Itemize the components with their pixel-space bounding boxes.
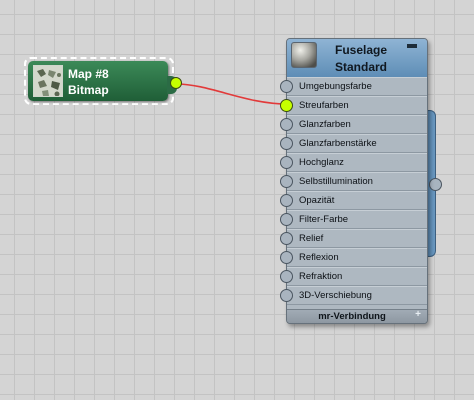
map-output-port[interactable] xyxy=(170,77,182,89)
slot-glanzfarben[interactable]: Glanzfarben xyxy=(280,115,427,134)
slot-label: Umgebungsfarbe xyxy=(299,81,372,92)
slot-label: Opazität xyxy=(299,195,335,206)
slot-glanzfarbenstaerke[interactable]: Glanzfarbenstärke xyxy=(280,134,427,153)
slot-relief[interactable]: Relief xyxy=(280,229,427,248)
footer-label: mr-Verbindung xyxy=(318,311,386,322)
slot-input-port[interactable] xyxy=(280,175,293,188)
slot-selbstillumination[interactable]: Selbstillumination xyxy=(280,172,427,191)
material-preview-sphere-icon xyxy=(291,42,317,68)
slot-label: Filter-Farbe xyxy=(299,214,349,225)
material-node-header[interactable]: Fuselage Standard xyxy=(287,39,427,77)
slot-input-port[interactable] xyxy=(280,194,293,207)
slot-opazitaet[interactable]: Opazität xyxy=(280,191,427,210)
slot-reflexion[interactable]: Reflexion xyxy=(280,248,427,267)
material-slot-list: Umgebungsfarbe Streufarben Glanzfarben G… xyxy=(280,77,427,305)
slot-label: Refraktion xyxy=(299,271,343,282)
material-node[interactable]: Fuselage Standard Umgebungsfarbe Streufa… xyxy=(280,38,428,324)
slot-umgebungsfarbe[interactable]: Umgebungsfarbe xyxy=(280,77,427,96)
slot-input-port[interactable] xyxy=(280,289,293,302)
map-node[interactable]: Map #8 Bitmap xyxy=(24,57,182,105)
slot-input-port[interactable] xyxy=(280,251,293,264)
slot-input-port[interactable] xyxy=(280,99,293,112)
slot-3d-verschiebung[interactable]: 3D-Verschiebung xyxy=(280,286,427,305)
material-node-type: Standard xyxy=(334,60,387,74)
slot-label: Streufarben xyxy=(299,100,349,111)
slot-hochglanz[interactable]: Hochglanz xyxy=(280,153,427,172)
material-output-port[interactable] xyxy=(429,178,442,191)
slot-label: Reflexion xyxy=(299,252,339,263)
slot-input-port[interactable] xyxy=(280,213,293,226)
slot-input-port[interactable] xyxy=(280,232,293,245)
slot-filter-farbe[interactable]: Filter-Farbe xyxy=(280,210,427,229)
map-node-body[interactable]: Map #8 Bitmap xyxy=(28,61,177,101)
slot-streufarben[interactable]: Streufarben xyxy=(280,96,427,115)
map-node-title: Map #8 xyxy=(68,67,109,81)
minimize-icon[interactable] xyxy=(407,44,417,48)
slot-label: Hochglanz xyxy=(299,157,344,168)
expand-plus-icon[interactable]: + xyxy=(415,309,421,320)
slot-input-port[interactable] xyxy=(280,80,293,93)
slot-input-port[interactable] xyxy=(280,137,293,150)
slot-input-port[interactable] xyxy=(280,156,293,169)
slot-label: Glanzfarben xyxy=(299,119,351,130)
material-node-footer[interactable]: mr-Verbindung + xyxy=(287,309,427,323)
material-node-title: Fuselage xyxy=(334,43,388,57)
slot-refraktion[interactable]: Refraktion xyxy=(280,267,427,286)
slot-input-port[interactable] xyxy=(280,270,293,283)
map-node-type: Bitmap xyxy=(68,83,109,97)
bitmap-thumbnail-icon xyxy=(33,65,63,97)
slot-label: 3D-Verschiebung xyxy=(299,290,372,301)
slot-label: Selbstillumination xyxy=(299,176,373,187)
slot-label: Relief xyxy=(299,233,324,244)
slot-label: Glanzfarbenstärke xyxy=(299,138,377,149)
wire-path xyxy=(175,83,288,105)
slot-input-port[interactable] xyxy=(280,118,293,131)
